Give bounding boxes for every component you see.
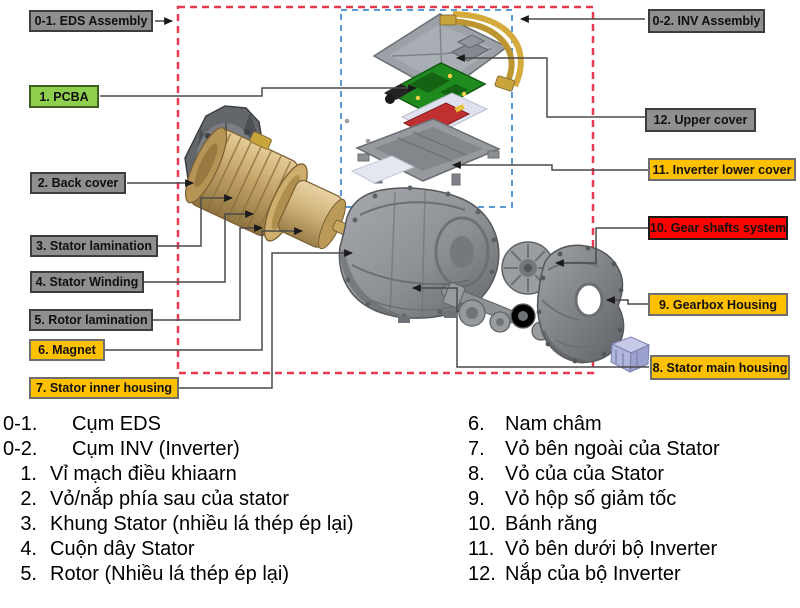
- legend-item-number: 3.: [20, 513, 37, 535]
- legend-item-number: 0-2.: [3, 438, 38, 460]
- legend-item-text: Nam châm: [505, 413, 602, 435]
- callout-gear-shafts-system: 10. Gear shafts system: [648, 216, 788, 240]
- exploded-diagram: [100, 5, 651, 389]
- leader-stator-main-housing: [411, 284, 649, 368]
- park-module-part: [610, 336, 651, 373]
- stator-rotor-part: [185, 127, 353, 250]
- gearbox-housing-part: [536, 244, 625, 364]
- callout-back-cover: 2. Back cover: [30, 172, 126, 194]
- legend-item: 2. Vỏ/nắp phía sau của stator: [3, 487, 465, 512]
- callout-stator-inner-housing: 7. Stator inner housing: [29, 377, 179, 399]
- hv-cables-part: [439, 11, 524, 92]
- legend-item: 0-1. Cụm EDS: [3, 412, 465, 437]
- legend-item-text: Vỏ bên dưới bộ Inverter: [505, 538, 718, 560]
- legend-item-text: Khung Stator (nhiều lá thép ép lại): [50, 513, 354, 535]
- legend-item-number: 2.: [20, 488, 37, 510]
- legend-item-number: 8.: [468, 463, 485, 485]
- legend-item: 8. Vỏ của của Stator: [468, 462, 798, 487]
- legend-item: 6. Nam châm: [468, 412, 798, 437]
- legend-item-text: Cuộn dây Stator: [50, 538, 195, 560]
- legend-item-number: 4.: [20, 538, 37, 560]
- legend-item: 9. Vỏ hộp số giảm tốc: [468, 487, 798, 512]
- legend-item-text: Vỏ/nắp phía sau của stator: [50, 488, 290, 510]
- legend-item-text: Nắp của bộ Inverter: [505, 563, 681, 585]
- legend-item-number: 1.: [20, 463, 37, 485]
- legend-item-number: 9.: [468, 488, 485, 510]
- legend-item-text: Vỉ mạch điều khiaarn: [50, 463, 237, 485]
- leader-upper-cover: [455, 54, 645, 118]
- legend-item-text: Rotor (Nhiều lá thép ép lại): [50, 563, 290, 585]
- legend-item-number: 10.: [468, 513, 496, 535]
- inverter-lower-cover-part: [344, 118, 501, 186]
- callout-inv-assembly: 0-2. INV Assembly: [648, 9, 765, 33]
- callout-stator-main-housing: 8. Stator main housing: [650, 355, 790, 380]
- leader-gearbox-housing: [605, 296, 649, 305]
- legend-item: 4. Cuộn dây Stator: [3, 537, 465, 562]
- callout-pcba: 1. PCBA: [29, 85, 99, 108]
- leader-stator-lamination: [158, 194, 234, 247]
- legend-item-text: Vỏ hộp số giảm tốc: [505, 488, 677, 510]
- legend-left-column: 0-1. Cụm EDS 0-2. Cụm INV (Inverter) 1. Vỉ …: [3, 412, 465, 587]
- legend-right-column: 6. Nam châm 7. Vỏ bên ngoài của Stator 8. V…: [468, 412, 798, 587]
- leader-lines: [100, 15, 649, 389]
- leader-magnet: [105, 227, 304, 351]
- callout-stator-lamination: 3. Stator lamination: [30, 235, 158, 257]
- callout-magnet: 6. Magnet: [29, 339, 105, 361]
- legend-item: 5. Rotor (Nhiều lá thép ép lại): [3, 562, 465, 587]
- legend-item-number: 12.: [468, 563, 496, 585]
- parts-legend: 0-1. Cụm EDS 0-2. Cụm INV (Inverter) 1. Vỉ …: [0, 412, 800, 602]
- leader-rotor-lamination: [153, 224, 264, 321]
- legend-item-text: Bánh răng: [505, 513, 598, 535]
- leader-inverter-lower-cover: [451, 161, 649, 171]
- legend-item-number: 6.: [468, 413, 485, 435]
- legend-item-number: 7.: [468, 438, 485, 460]
- legend-item: 12. Nắp của bộ Inverter: [468, 562, 798, 587]
- legend-item: 11. Vỏ bên dưới bộ Inverter: [468, 537, 798, 562]
- leader-stator-inner-housing: [179, 249, 354, 389]
- callout-gearbox-housing: 9. Gearbox Housing: [648, 293, 788, 316]
- leader-stator-winding: [144, 210, 255, 283]
- leader-gear-shafts: [554, 227, 648, 267]
- callout-upper-cover: 12. Upper cover: [645, 108, 756, 132]
- legend-item-text: Vỏ bên ngoài của Stator: [505, 438, 720, 460]
- legend-item: 3. Khung Stator (nhiều lá thép ép lại): [3, 512, 465, 537]
- legend-item-number: 11.: [468, 538, 495, 560]
- callout-rotor-lamination: 5. Rotor lamination: [29, 309, 153, 331]
- callout-inverter-lower-cover: 11. Inverter lower cover: [648, 158, 796, 181]
- legend-item-text: Vỏ của của Stator: [505, 463, 664, 485]
- pcba-part: [384, 62, 487, 115]
- legend-item: 1. Vỉ mạch điều khiaarn: [3, 462, 465, 487]
- legend-item-text: Cụm INV (Inverter): [72, 438, 240, 460]
- legend-item-number: 0-1.: [3, 413, 38, 435]
- callout-eds-assembly: 0-1. EDS Assembly: [29, 10, 153, 32]
- legend-item: 0-2. Cụm INV (Inverter): [3, 437, 465, 462]
- legend-item-number: 5.: [20, 563, 37, 585]
- legend-item: 10. Bánh răng: [468, 512, 798, 537]
- eds-boundary-box: [176, 5, 595, 375]
- legend-item-text: Cụm EDS: [72, 413, 161, 435]
- leader-pcba: [100, 84, 418, 97]
- legend-item: 7. Vỏ bên ngoài của Stator: [468, 437, 798, 462]
- callout-stator-winding: 4. Stator Winding: [30, 271, 144, 293]
